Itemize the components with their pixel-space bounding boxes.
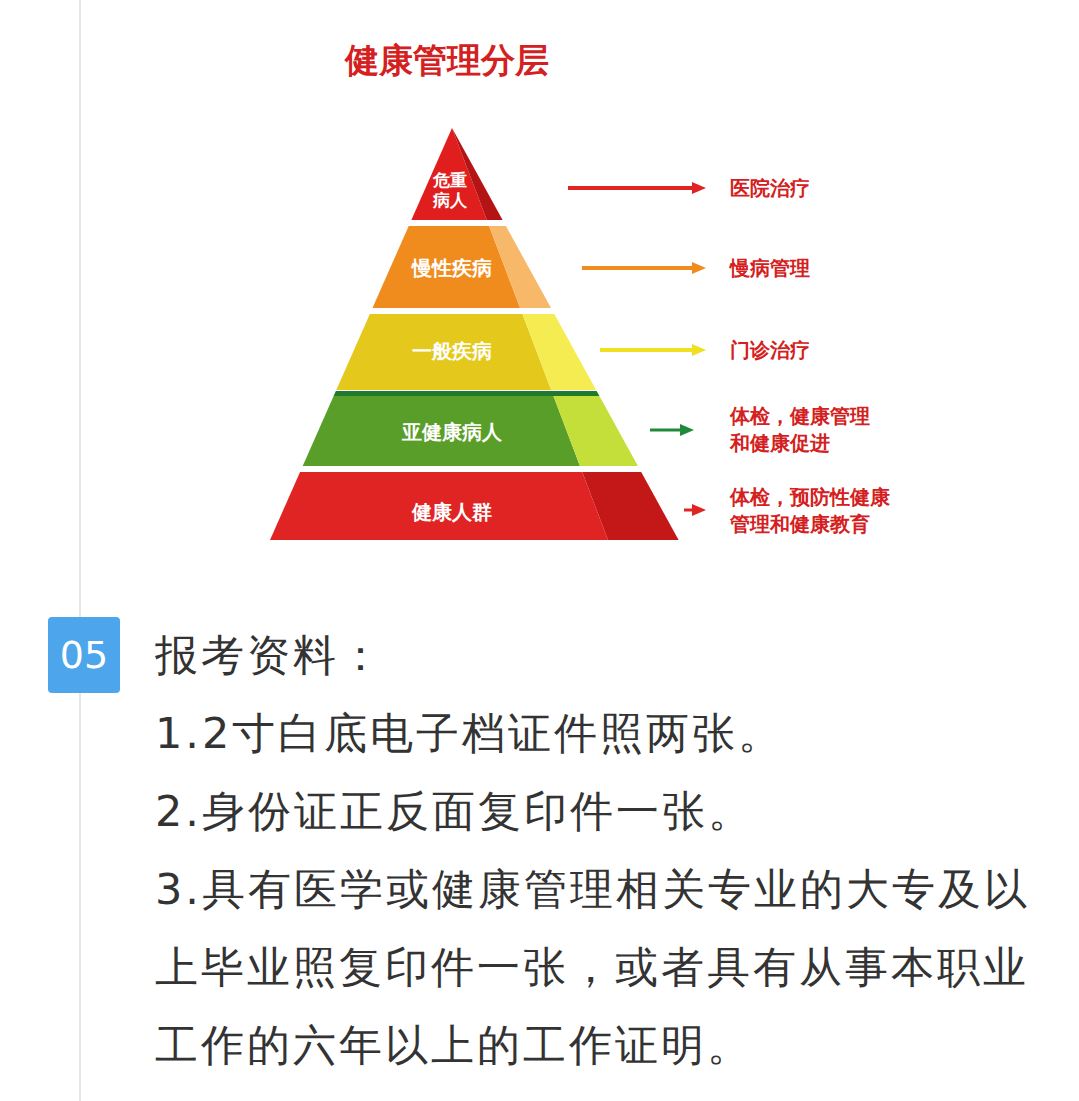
side-label: 门诊治疗 (730, 337, 810, 364)
pyramid-band: 亚健康病人 (398, 418, 506, 446)
list-item: 1.2寸白底电子档证件照两张。 (155, 694, 1045, 772)
section-heading: 报考资料： (155, 616, 1045, 694)
diagram-title: 健康管理分层 (345, 38, 549, 84)
list-item: 2.身份证正反面复印件一张。 (155, 772, 1045, 850)
page-rule (79, 0, 81, 1101)
doc-text-block: 报考资料：1.2寸白底电子档证件照两张。2.身份证正反面复印件一张。3.具有医学… (155, 616, 1045, 1084)
node-text: 慢性疾病 (412, 256, 492, 280)
arrow-head (692, 182, 706, 194)
arrow-head (692, 344, 706, 356)
band-front (336, 314, 551, 390)
band-front (270, 472, 608, 540)
pyramid-arrows (568, 182, 706, 516)
pyramid-band: 慢性疾病 (408, 254, 496, 282)
node-text: 亚健康病人 (402, 420, 502, 444)
side-label: 体检，预防性健康管理和健康教育 (730, 484, 896, 538)
band-side (522, 314, 596, 390)
list-item: 3.具有医学或健康管理相关专业的大专及以上毕业照复印件一张，或者具有从事本职业工… (155, 850, 1045, 1084)
arrow-head (680, 424, 694, 436)
band-front (303, 396, 580, 466)
section-badge: 05 (48, 617, 120, 693)
node-text: 一般疾病 (412, 339, 492, 363)
pyramid-band: 一般疾病 (408, 337, 496, 365)
arrow-line (568, 186, 694, 190)
side-label: 医院治疗 (730, 175, 810, 202)
arrow-line (600, 348, 694, 352)
pyramid-band: 健康人群 (408, 498, 496, 526)
side-label: 慢病管理 (730, 255, 810, 282)
side-label: 体检，健康管理和健康促进 (730, 403, 876, 457)
arrow-line (582, 266, 694, 270)
band-edge (334, 391, 600, 396)
band-side (582, 472, 678, 540)
arrow-head (692, 504, 706, 516)
band-side (489, 226, 551, 308)
node-text: 05 (60, 633, 108, 677)
node-text: 健康人群 (412, 500, 492, 524)
node-text: 危重病人 (433, 170, 467, 211)
pyramid-band: 危重病人 (429, 168, 471, 213)
arrow-head (692, 262, 706, 274)
band-side (553, 396, 637, 466)
arrow-line (650, 429, 682, 432)
